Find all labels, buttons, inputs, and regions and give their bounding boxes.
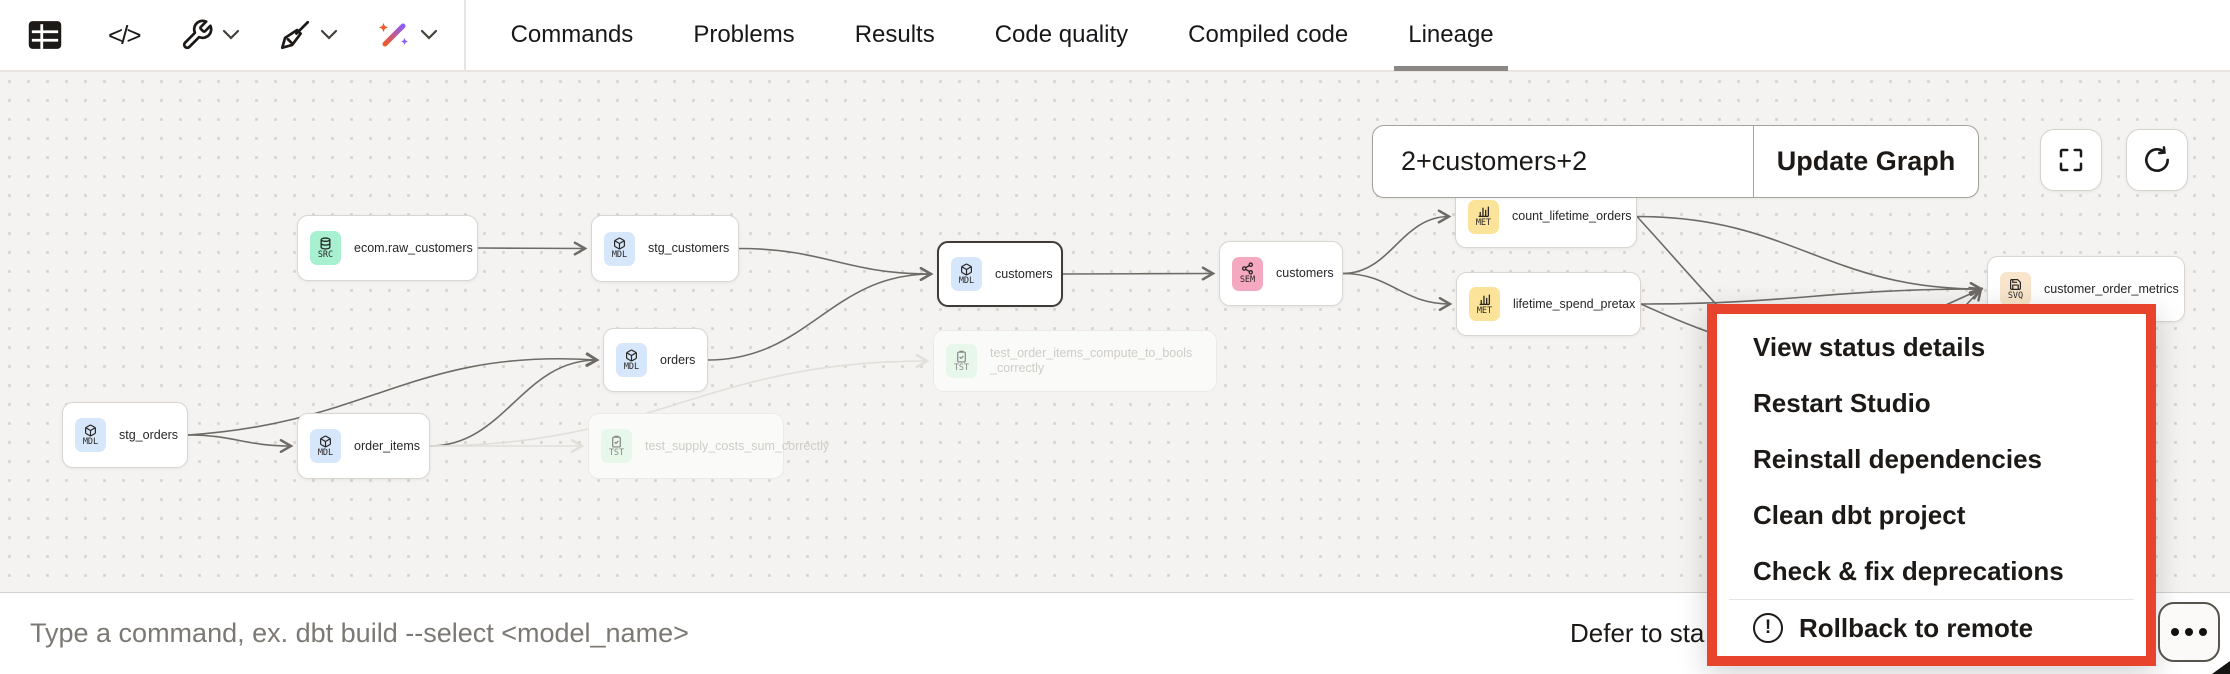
graph-selector-group: 2+customers+2 Update Graph	[1372, 125, 1979, 198]
broom-icon	[280, 20, 309, 50]
node-label: count_lifetime_orders	[1512, 209, 1632, 223]
node-stg-orders[interactable]: MDL stg_orders	[62, 402, 188, 468]
node-label: orders	[660, 352, 696, 367]
node-label: customers	[1276, 266, 1334, 280]
menu-item-label: Clean dbt project	[1753, 499, 1966, 530]
cube-icon: MDL	[310, 429, 341, 463]
node-customers-model[interactable]: MDL customers	[937, 241, 1063, 307]
warning-circle-icon: !	[1753, 613, 1783, 643]
save-icon: SVQ	[2000, 272, 2031, 306]
node-ecom-raw-customers[interactable]: SRC ecom.raw_customers	[297, 215, 478, 281]
refresh-button[interactable]	[2126, 129, 2188, 191]
refresh-icon	[2145, 146, 2169, 172]
database-icon: SRC	[310, 231, 341, 265]
menu-item-view-status-details[interactable]: View status details	[1717, 319, 2146, 375]
cube-icon: MDL	[951, 257, 982, 291]
update-graph-button[interactable]: Update Graph	[1776, 146, 1956, 176]
wrench-icon	[182, 19, 213, 50]
broom-tool[interactable]	[278, 18, 338, 52]
chevron-down-icon	[320, 29, 338, 41]
cube-icon: MDL	[604, 231, 635, 266]
menu-item-rollback-to-remote[interactable]: ! Rollback to remote	[1717, 600, 2146, 656]
menu-item-label: Reinstall dependencies	[1753, 443, 2042, 474]
node-label: customer_order_metrics	[2044, 281, 2179, 296]
chevron-down-icon	[222, 29, 240, 41]
selector-input[interactable]: 2+customers+2	[1373, 126, 1754, 197]
menu-item-check-fix-deprecations[interactable]: Check & fix deprecations	[1717, 543, 2146, 599]
more-options-button[interactable]	[2158, 602, 2220, 662]
wrench-tool[interactable]	[180, 18, 240, 52]
tab-lineage[interactable]: Lineage	[1394, 0, 1509, 71]
cube-icon: MDL	[616, 343, 647, 377]
bar-chart-icon: MET	[1468, 199, 1499, 234]
node-stg-customers[interactable]: MDL stg_customers	[591, 215, 739, 282]
cube-icon: MDL	[75, 418, 106, 452]
bar-chart-icon: MET	[1469, 287, 1500, 321]
menu-item-clean-dbt-project[interactable]: Clean dbt project	[1717, 487, 2146, 543]
clipboard-check-icon: TST	[601, 429, 632, 463]
menu-item-label: Rollback to remote	[1799, 612, 2034, 643]
defer-label: Defer to sta	[1570, 617, 1705, 648]
node-orders[interactable]: MDL orders	[603, 328, 708, 392]
tab-commands[interactable]: Commands	[510, 21, 634, 48]
fullscreen-button[interactable]	[2040, 129, 2102, 191]
node-label: test_order_items_compute_to_bools _corre…	[990, 346, 1193, 375]
tab-results[interactable]: Results	[854, 21, 935, 48]
node-customers-semantic[interactable]: SEM customers	[1219, 241, 1343, 306]
menu-item-label: Check & fix deprecations	[1753, 555, 2064, 586]
node-label: test_supply_costs_sum_correctly	[645, 438, 830, 453]
menu-divider	[1729, 599, 2134, 600]
node-label: order_items	[354, 438, 420, 453]
ellipsis-icon	[2171, 628, 2179, 636]
tabs: Commands Problems Results Code quality Compi…	[510, 0, 1509, 71]
node-lifetime-spend-pretax[interactable]: MET lifetime_spend_pretax	[1456, 272, 1641, 336]
node-order-items[interactable]: MDL order_items	[297, 413, 430, 479]
node-test-supply-costs-sum-correctly[interactable]: TST test_supply_costs_sum_correctly	[588, 413, 829, 479]
node-label: lifetime_spend_pretax	[1513, 296, 1636, 311]
node-label: customers	[995, 266, 1053, 281]
tab-compiled-code[interactable]: Compiled code	[1188, 21, 1349, 48]
tab-problems[interactable]: Problems	[693, 21, 795, 48]
chevron-down-icon	[420, 29, 438, 41]
table-icon[interactable]	[26, 11, 64, 59]
share-icon: SEM	[1232, 256, 1263, 291]
ai-fix-tool[interactable]	[376, 17, 438, 53]
menu-item-reinstall-dependencies[interactable]: Reinstall dependencies	[1717, 431, 2146, 487]
menu-item-label: Restart Studio	[1753, 387, 1931, 418]
fullscreen-icon	[2059, 148, 2083, 172]
menu-item-restart-studio[interactable]: Restart Studio	[1717, 375, 2146, 431]
clipboard-check-icon: TST	[946, 344, 977, 378]
magic-wand-icon	[378, 23, 408, 47]
code-icon[interactable]: </>	[108, 19, 142, 50]
node-test-order-items-compute-to-bools-correctly[interactable]: TST test_order_items_compute_to_bools _co…	[933, 330, 1217, 392]
node-label: ecom.raw_customers	[354, 240, 473, 255]
node-label: stg_orders	[119, 427, 179, 442]
node-label: stg_customers	[648, 241, 730, 255]
menu-item-label: View status details	[1753, 331, 1986, 362]
tab-code-quality[interactable]: Code quality	[994, 21, 1129, 48]
toolbar-divider	[463, 0, 466, 71]
